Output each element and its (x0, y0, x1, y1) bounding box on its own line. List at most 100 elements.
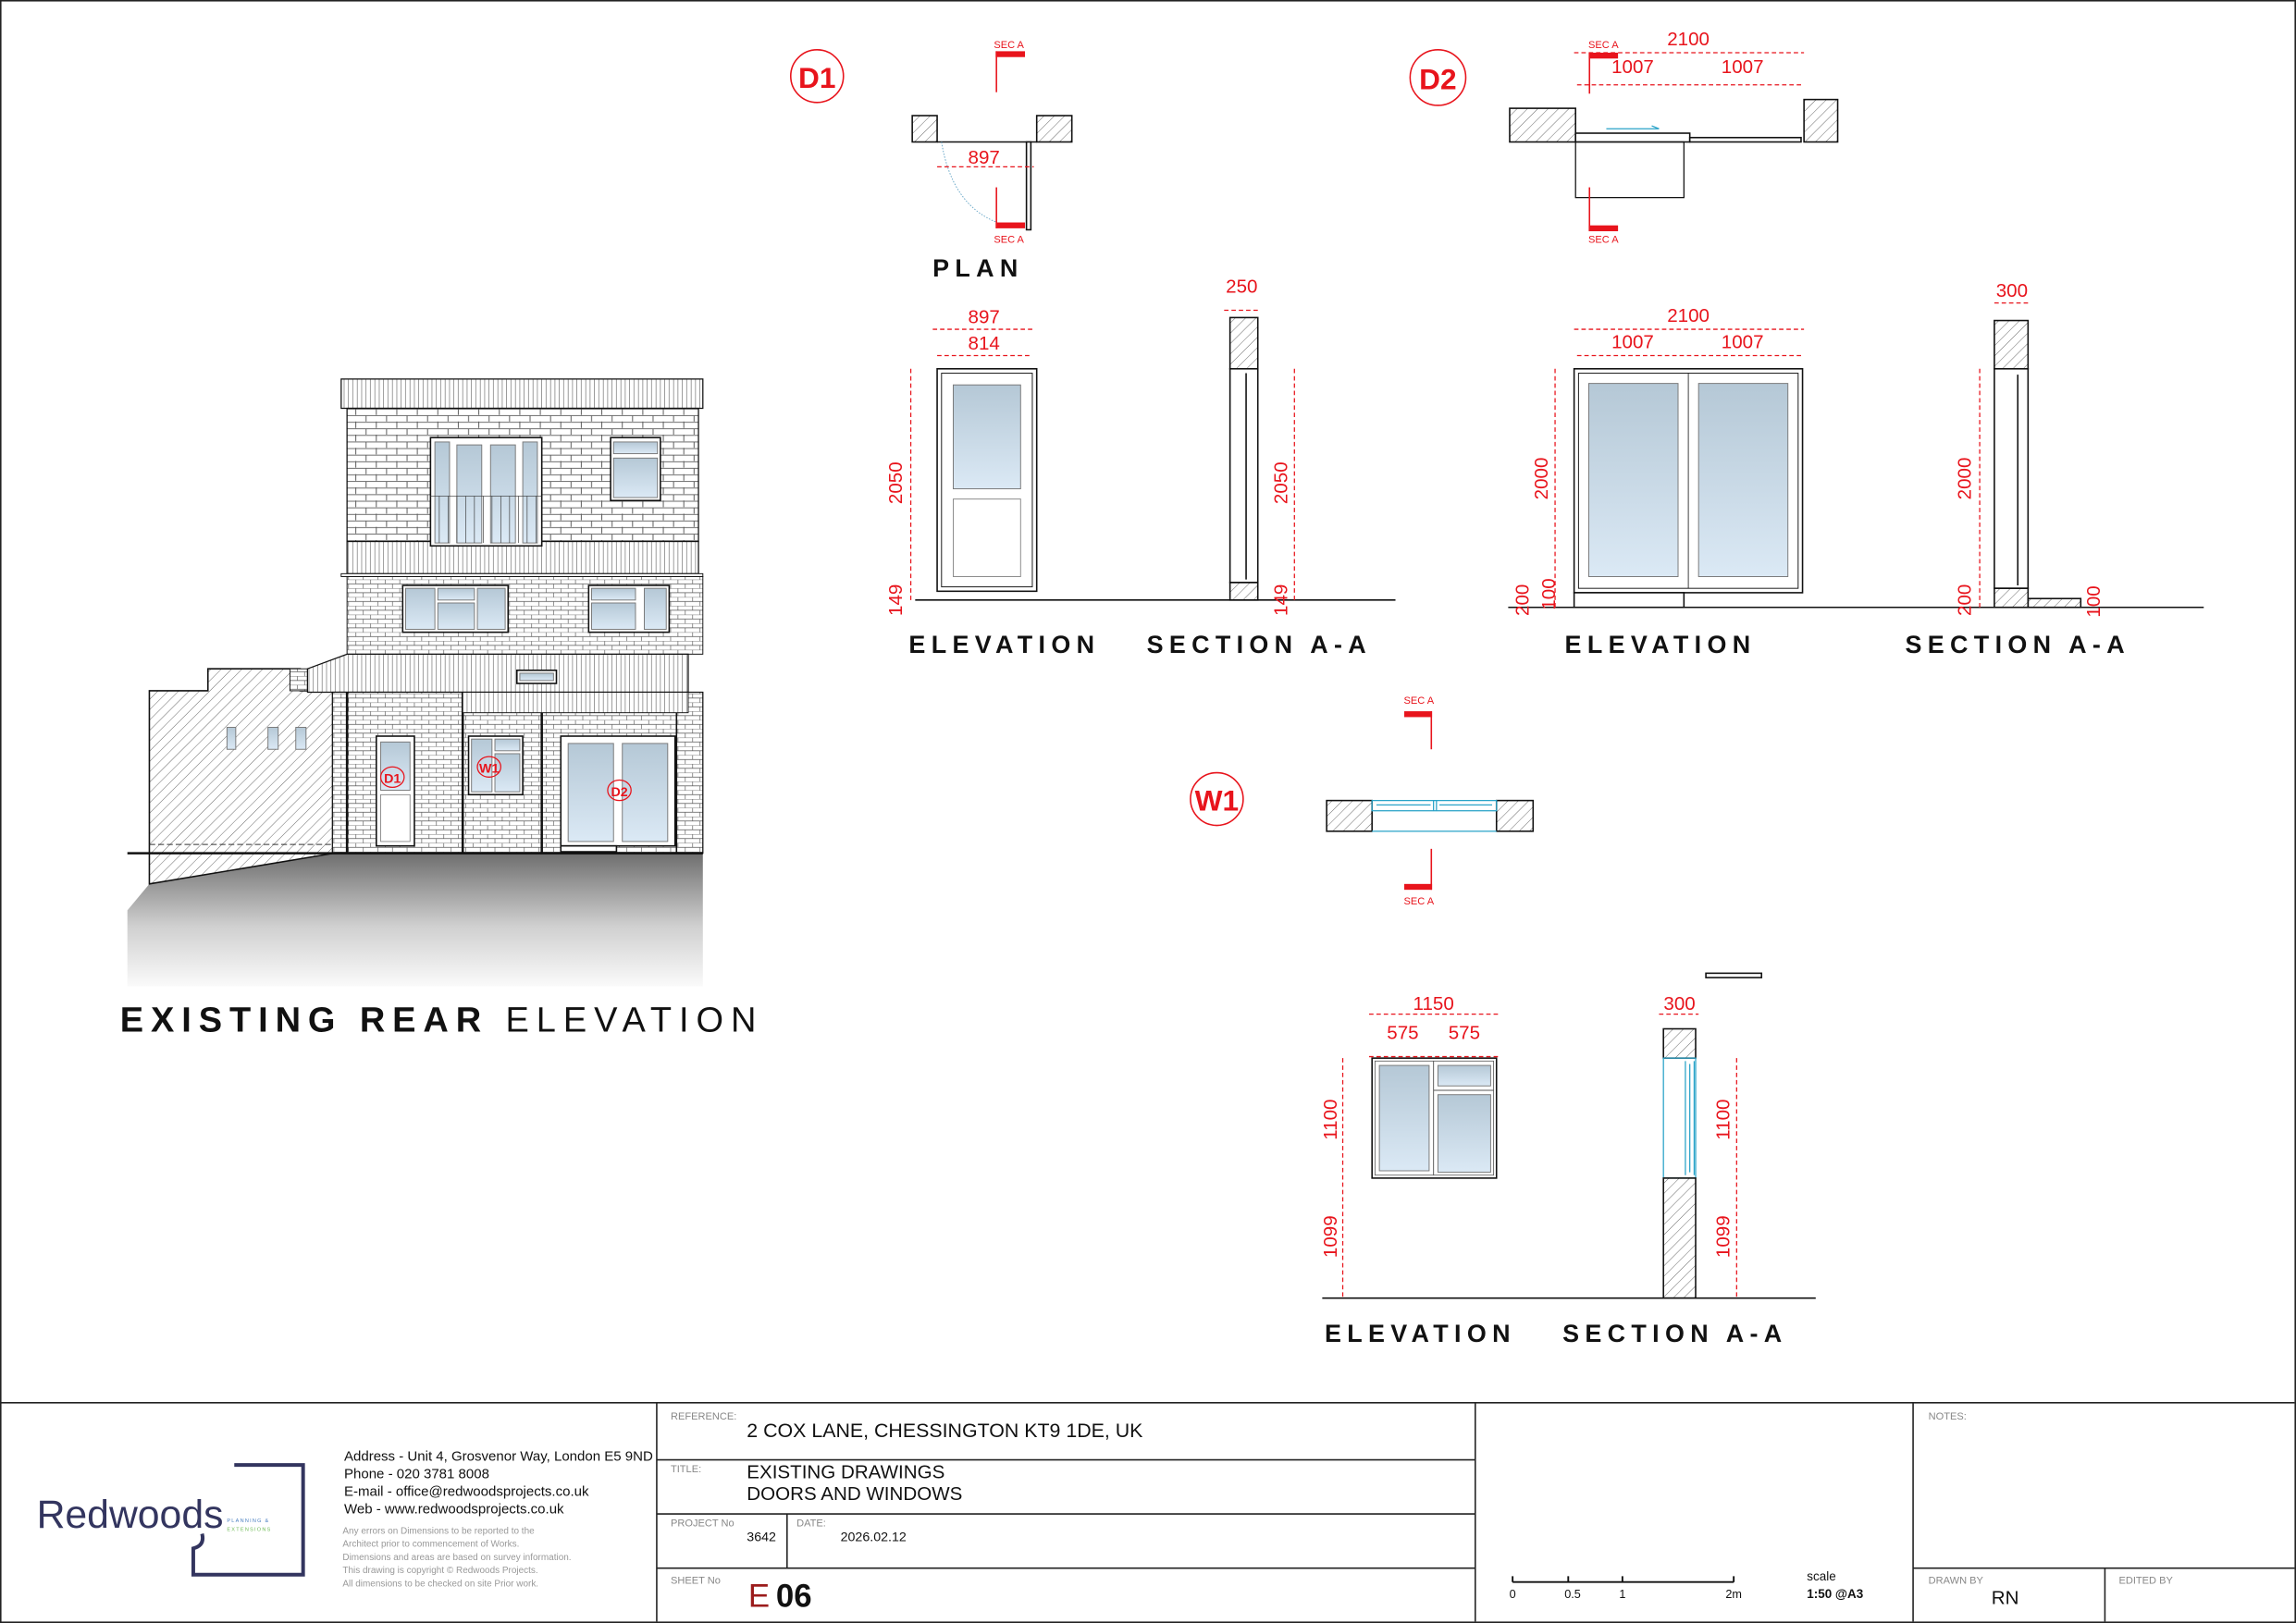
title-block: Redwoods PLANNING & EXTENSIONS Address -… (0, 1402, 2295, 1622)
d2-details: D2 2100 1007 1007 SEC A SEC A 2100 1007 … (1409, 29, 2204, 658)
dim-text: 200 (1512, 584, 1534, 616)
wall-section (1803, 98, 1839, 143)
edited-by-label: EDITED BY (2118, 1575, 2173, 1586)
title-label: TITLE: (671, 1464, 701, 1475)
dim-text: 1007 (1722, 56, 1764, 78)
dim-text: 1007 (1611, 332, 1654, 353)
drawn-by-label: DRAWN BY (1929, 1575, 1984, 1586)
dim-text: 2000 (1955, 458, 1976, 500)
section-label: SECTION A-A (1562, 1320, 1787, 1347)
sec-a-marker: SEC A (994, 235, 1024, 246)
dim-text: 250 (1226, 277, 1257, 298)
neighbour-wall (148, 668, 335, 885)
dim-text: 300 (1996, 280, 2028, 301)
wall-section (1495, 799, 1535, 832)
disclaimer-line: This drawing is copyright © Redwoods Pro… (342, 1566, 537, 1576)
scale-tick-label: 0.5 (1564, 1588, 1581, 1601)
tag-label: D1 (384, 772, 401, 787)
sheet-prefix: E (748, 1579, 770, 1615)
wall-section (1228, 316, 1259, 370)
elevation-tag-d2[interactable]: D2 (607, 779, 632, 802)
sheet-number: 06 (776, 1579, 812, 1615)
roof-band (340, 378, 704, 410)
wall-section (1509, 107, 1577, 143)
scale-label: scale (1807, 1569, 1835, 1583)
title-line-1: EXISTING DRAWINGS (747, 1461, 944, 1482)
sec-a-marker: SEC A (994, 40, 1024, 51)
d2-tag: D2 (1419, 63, 1456, 96)
sliding-arrow-icon (1606, 125, 1660, 129)
d1-tag: D1 (798, 61, 835, 94)
dim-text: 2050 (885, 461, 907, 504)
door-leaf (1025, 141, 1032, 231)
d1-plan-width: 897 (969, 147, 1000, 168)
small-window (267, 727, 279, 750)
dim-text: 814 (969, 333, 1000, 354)
dim-text: 897 (969, 307, 1000, 328)
sheet-no-label: SHEET No (671, 1575, 721, 1586)
dim-text: 100 (2083, 585, 2105, 617)
small-window (226, 727, 237, 750)
scale-value: 1:50 @A3 (1807, 1587, 1863, 1601)
elevation-tag-w1[interactable]: W1 (476, 756, 501, 778)
dim-text: 1099 (1320, 1215, 1341, 1258)
logo-tagline: PLANNING & (227, 1518, 269, 1524)
company-phone: Phone - 020 3781 8008 (344, 1466, 489, 1482)
dim-text: 1100 (1320, 1100, 1341, 1140)
dim-text: 575 (1387, 1023, 1418, 1044)
w1-tag: W1 (1195, 784, 1239, 818)
logo-frame (191, 1463, 305, 1577)
d2-tag-circle (1409, 49, 1467, 106)
existing-rear-elevation: D1 W1 D2 EXISTING REAR ELEVATION (120, 378, 764, 1040)
elevation-tag-d1[interactable]: D1 (379, 766, 405, 789)
title-block-grid (0, 1402, 2295, 1622)
redwoods-logo: Redwoods PLANNING & EXTENSIONS (37, 1463, 305, 1577)
wall-section (1994, 319, 2030, 370)
dim-text: 300 (1663, 993, 1695, 1014)
dim-text: 2000 (1531, 458, 1552, 500)
dim-text: 100 (1538, 578, 1560, 609)
dim-text: 2100 (1667, 305, 1710, 326)
company-web[interactable]: Web - www.redwoodsprojects.co.uk (344, 1501, 564, 1517)
company-email[interactable]: E-mail - office@redwoodsprojects.co.uk (344, 1483, 589, 1499)
dim-text: 2050 (1270, 461, 1291, 504)
scale-tick-label: 2m (1725, 1588, 1742, 1601)
section-label: SECTION A-A (1906, 631, 2130, 658)
dim-text: 149 (885, 584, 907, 616)
elevation-label: ELEVATION (1325, 1320, 1516, 1347)
project-no-value: 3642 (747, 1530, 776, 1544)
dim-text: 1100 (1712, 1100, 1734, 1140)
dim-text: 200 (1955, 584, 1976, 616)
w1-details: W1 SEC A SEC A 1150 575 575 1100 1099 EL… (1190, 695, 1816, 1347)
sec-a-marker: SEC A (1588, 235, 1619, 246)
disclaimer-line: Dimensions and areas are based on survey… (342, 1553, 571, 1563)
elevation-label: ELEVATION (908, 631, 1100, 658)
dim-text: 149 (1270, 584, 1291, 616)
sec-a-marker: SEC A (1404, 896, 1435, 907)
sec-a-marker: SEC A (1404, 695, 1435, 707)
company-address: Address - Unit 4, Grosvenor Way, London … (344, 1448, 653, 1464)
door-swing (941, 141, 998, 223)
wall-section (1035, 115, 1073, 143)
scale-tick-label: 0 (1510, 1588, 1516, 1601)
wall-section (1662, 1027, 1697, 1059)
wall-section (911, 115, 938, 143)
extension-cladding (306, 653, 689, 694)
logo-tagline: EXTENSIONS (227, 1527, 271, 1532)
d1-tag-circle (789, 49, 845, 104)
dim-text: 575 (1449, 1023, 1480, 1044)
project-no-label: PROJECT No (671, 1518, 734, 1530)
disclaimer-line: Architect prior to commencement of Works… (342, 1540, 519, 1550)
ground (127, 853, 703, 987)
dim-text: 1007 (1722, 332, 1764, 353)
date-label: DATE: (796, 1518, 826, 1530)
plan-label: PLAN (932, 254, 1024, 282)
drawn-by-value: RN (1992, 1587, 2019, 1608)
title-line-2: DOORS AND WINDOWS (747, 1483, 962, 1505)
reference-label: REFERENCE: (671, 1411, 736, 1422)
title-light: ELEVATION (506, 1002, 764, 1040)
scale-bar: 0 0.5 1 2m (1510, 1576, 1742, 1601)
disclaimer-line: Any errors on Dimensions to be reported … (342, 1526, 535, 1536)
